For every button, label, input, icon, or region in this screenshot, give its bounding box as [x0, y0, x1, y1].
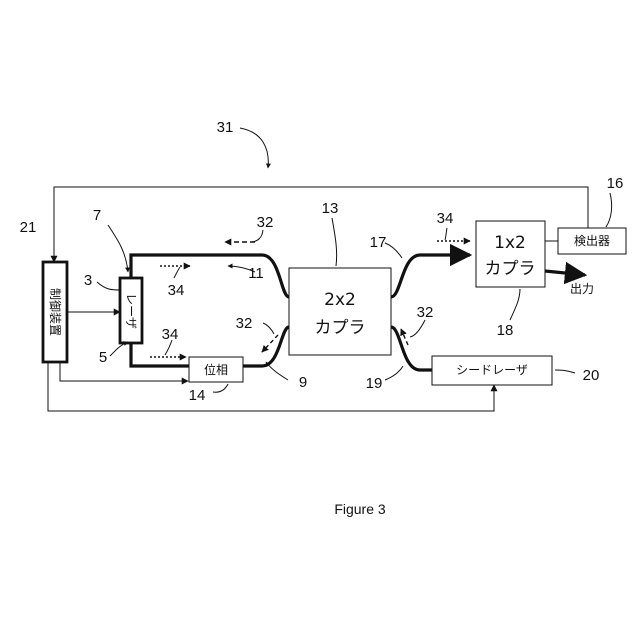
ref-18: 18 — [497, 322, 514, 339]
ref-34-lower: 34 — [162, 326, 179, 343]
leader-32-lower — [263, 323, 274, 334]
leader-7 — [108, 225, 128, 272]
ref-17: 17 — [370, 234, 387, 251]
leader-34-output — [445, 228, 447, 240]
leader-32-seed — [410, 320, 425, 337]
ref-3: 3 — [84, 272, 92, 289]
phase-label: 位相 — [204, 362, 228, 377]
ref-32-lower: 32 — [236, 315, 253, 332]
detector-block: 検出器 — [558, 228, 626, 254]
leader-13 — [332, 218, 337, 266]
ref-13: 13 — [322, 200, 339, 217]
fiber-lower-arm — [131, 343, 189, 366]
fiber-coupler-output — [391, 255, 470, 297]
coupler-1x2-block: 1x2 カプラ — [476, 221, 545, 287]
coupler-2x2-line1: 2x2 — [324, 290, 356, 310]
ref-16: 16 — [607, 175, 624, 192]
leader-18 — [510, 289, 520, 320]
ref-21: 21 — [20, 219, 37, 236]
seed-laser-block: シードレーザ — [432, 356, 552, 385]
controller-block: 制御装置 — [43, 262, 67, 362]
ref-14: 14 — [189, 387, 206, 404]
ref-9: 9 — [299, 374, 307, 391]
ref-34-output: 34 — [437, 210, 454, 227]
controller-label: 制御装置 — [48, 288, 63, 336]
detector-label: 検出器 — [574, 234, 610, 248]
ref-34-upper: 34 — [168, 282, 185, 299]
coupler-2x2-block: 2x2 カプラ — [289, 268, 391, 355]
leader-31 — [240, 128, 268, 168]
laser-block: レーザ — [120, 278, 142, 343]
coupler-1x2-line2: カプラ — [485, 259, 536, 279]
coupler-2x2-line2: カプラ — [315, 318, 366, 338]
ref-31: 31 — [217, 119, 234, 136]
ref-32-upper: 32 — [257, 214, 274, 231]
ref-5: 5 — [99, 349, 107, 366]
leader-3 — [97, 282, 120, 290]
ref-20: 20 — [583, 367, 600, 384]
phase-block: 位相 — [189, 357, 243, 382]
ref-19: 19 — [366, 375, 383, 392]
output-label: 出力 — [570, 282, 594, 296]
coupler-1x2-line1: 1x2 — [494, 233, 526, 253]
figure-caption: Figure 3 — [334, 501, 386, 517]
fiber-output — [545, 271, 585, 275]
laser-label: レーザ — [124, 293, 138, 329]
seed-laser-label: シードレーザ — [456, 363, 528, 377]
fiber-phase-to-coupler — [243, 327, 289, 366]
fiber-seed-input — [391, 327, 432, 370]
leader-17 — [385, 243, 402, 258]
leader-32-upper — [252, 230, 263, 242]
ref-7: 7 — [93, 207, 101, 224]
leader-19 — [385, 366, 403, 380]
leader-16 — [606, 193, 612, 227]
leader-14 — [213, 384, 228, 392]
fiber-upper-arm — [131, 255, 289, 297]
leader-20 — [555, 370, 575, 373]
leader-34-upper — [174, 267, 180, 278]
ref-32-seed: 32 — [417, 304, 434, 321]
reflected-arrow-lower — [262, 335, 278, 352]
ref-11: 11 — [248, 265, 264, 282]
